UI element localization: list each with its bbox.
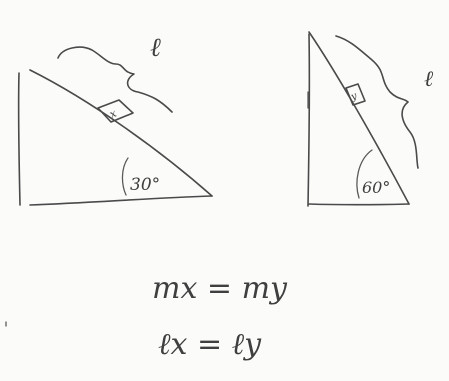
left-angle-arc [121,157,129,196]
left-length-brace [57,46,173,113]
right-block [345,83,366,106]
left-incline-diagram: ℓ x 30° [17,33,213,206]
right-base [308,203,410,206]
left-block [97,99,134,123]
mass-equation: mx = my [152,271,288,306]
right-incline-diagram: ℓ y 60° [307,31,434,207]
right-angle-label: 60° [362,178,390,197]
right-incline [308,31,410,205]
left-base [29,195,213,206]
right-length-brace [335,35,419,169]
left-length-label: ℓ [150,33,161,63]
right-block-label: y [349,91,359,104]
right-wall [307,33,311,207]
right-length-label: ℓ [424,67,434,92]
right-angle-arc [356,149,373,199]
left-wall [17,72,21,206]
left-block-label: x [107,106,119,121]
left-angle-label: 30° [130,175,160,195]
length-equation: ℓx = ℓy [158,327,262,362]
left-incline [29,69,213,197]
equations: mx = my ℓx = ℓy [152,271,288,362]
